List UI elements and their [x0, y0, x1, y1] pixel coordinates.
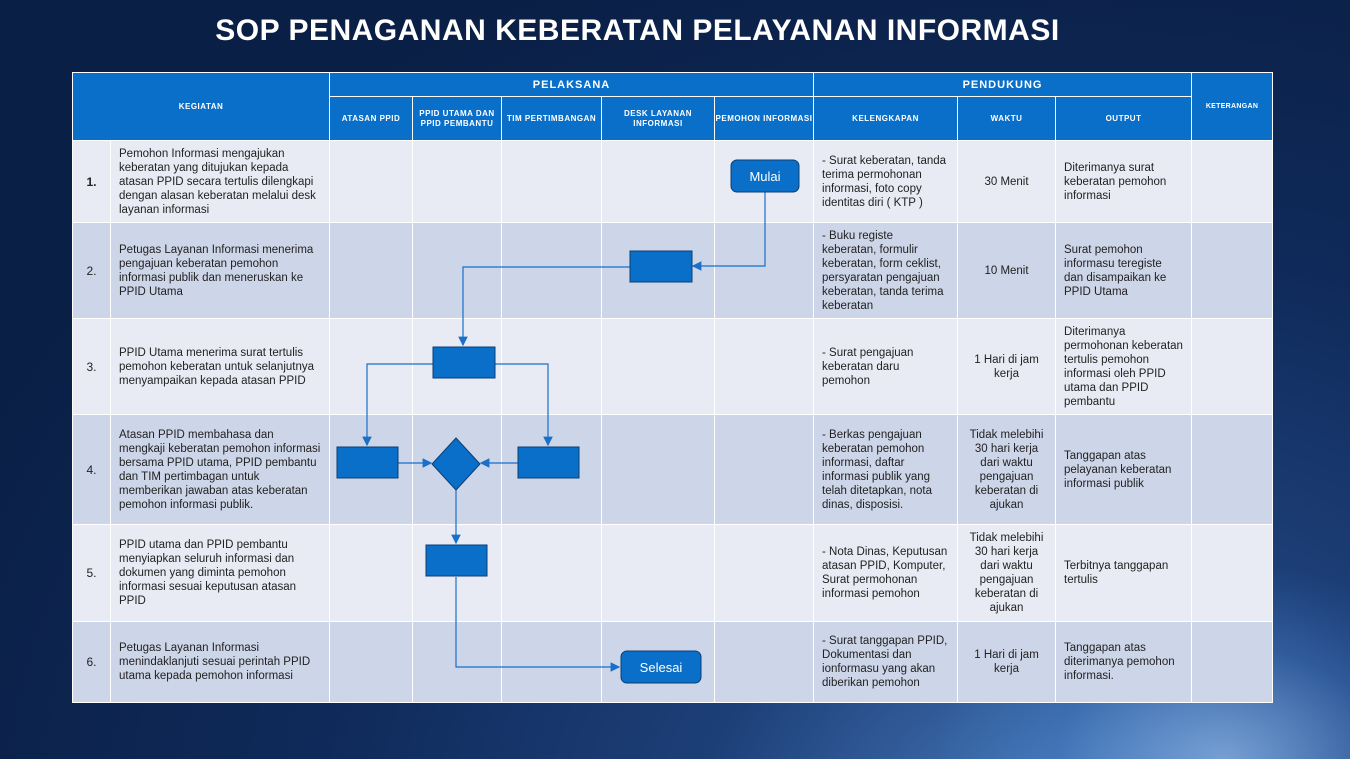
cell-ppid — [412, 318, 502, 415]
cell-pemohon — [713, 524, 815, 622]
cell-atasan — [329, 414, 413, 525]
cell-atasan — [329, 222, 413, 319]
row-number: 4. — [72, 414, 111, 525]
row-kegiatan: Petugas Layanan Informasi menindaklanjut… — [110, 621, 330, 703]
row-kegiatan: Atasan PPID membahasa dan mengkaji keber… — [110, 414, 330, 525]
row-kelengkapan: - Buku registe keberatan, formulir keber… — [813, 222, 959, 319]
header-kelengkapan: KELENGKAPAN — [813, 96, 959, 141]
cell-desk — [601, 318, 715, 415]
header-waktu: WAKTU — [957, 96, 1057, 141]
row-number: 6. — [72, 621, 111, 703]
cell-ppid — [412, 621, 502, 703]
cell-tim — [501, 524, 602, 622]
cell-desk — [601, 414, 715, 525]
cell-desk — [601, 524, 715, 622]
header-keterangan: KETERANGAN — [1191, 72, 1274, 141]
row-waktu: Tidak melebihi 30 hari kerja dari waktu … — [957, 524, 1057, 622]
row-output: Tanggapan atas pelayanan keberatan infor… — [1055, 414, 1193, 525]
cell-pemohon — [713, 222, 815, 319]
header-desk-layanan: DESK LAYANAN INFORMASI — [601, 96, 715, 141]
row-waktu: 1 Hari di jam kerja — [957, 318, 1057, 415]
cell-ppid — [412, 140, 502, 223]
cell-atasan — [329, 140, 413, 223]
row-keterangan — [1191, 318, 1274, 415]
row-keterangan — [1191, 140, 1274, 223]
cell-atasan — [329, 524, 413, 622]
row-keterangan — [1191, 621, 1274, 703]
cell-tim — [501, 318, 602, 415]
table-row: 2. Petugas Layanan Informasi menerima pe… — [72, 222, 1274, 319]
cell-tim — [501, 621, 602, 703]
table-row: 6. Petugas Layanan Informasi menindaklan… — [72, 621, 1274, 703]
row-output: Diterimanya surat keberatan pemohon info… — [1055, 140, 1193, 223]
cell-pemohon — [713, 621, 815, 703]
header-pendukung: PENDUKUNG — [813, 72, 1193, 97]
row-waktu: 30 Menit — [957, 140, 1057, 223]
header-atasan-ppid: ATASAN PPID — [329, 96, 413, 141]
row-kelengkapan: - Surat tanggapan PPID, Dokumentasi dan … — [813, 621, 959, 703]
cell-pemohon — [713, 140, 815, 223]
table-row: 4. Atasan PPID membahasa dan mengkaji ke… — [72, 414, 1274, 525]
row-kegiatan: PPID Utama menerima surat tertulis pemoh… — [110, 318, 330, 415]
cell-tim — [501, 222, 602, 319]
row-waktu: 1 Hari di jam kerja — [957, 621, 1057, 703]
row-kegiatan: Petugas Layanan Informasi menerima penga… — [110, 222, 330, 319]
header-ppid-utama: PPID UTAMA DAN PPID PEMBANTU — [412, 96, 502, 141]
cell-tim — [501, 140, 602, 223]
table-row: 5. PPID utama dan PPID pembantu menyiapk… — [72, 524, 1274, 622]
cell-atasan — [329, 621, 413, 703]
header-output: OUTPUT — [1055, 96, 1193, 141]
cell-desk — [601, 222, 715, 319]
page-title: SOP PENAGANAN KEBERATAN PELAYANAN INFORM… — [215, 14, 1060, 47]
row-waktu: 10 Menit — [957, 222, 1057, 319]
row-kelengkapan: - Surat pengajuan keberatan daru pemohon — [813, 318, 959, 415]
header-tim-pertimbangan: TIM PERTIMBANGAN — [501, 96, 602, 141]
row-keterangan — [1191, 414, 1274, 525]
row-number: 5. — [72, 524, 111, 622]
header-row-top: KEGIATAN PELAKSANA PENDUKUNG KETERANGAN — [72, 72, 1274, 141]
header-pelaksana: PELAKSANA — [328, 72, 815, 97]
row-number: 2. — [72, 222, 111, 319]
row-keterangan — [1191, 222, 1274, 319]
row-kelengkapan: - Surat keberatan, tanda terima permohon… — [813, 140, 959, 223]
row-output: Diterimanya permohonan keberatan tertuli… — [1055, 318, 1193, 415]
cell-desk — [601, 621, 715, 703]
row-kelengkapan: - Berkas pengajuan keberatan pemohon inf… — [813, 414, 959, 525]
header-row-sub: ATASAN PPID PPID UTAMA DAN PPID PEMBANTU… — [73, 96, 1273, 141]
row-keterangan — [1191, 524, 1274, 622]
cell-ppid — [412, 524, 502, 622]
row-kegiatan: Pemohon Informasi mengajukan keberatan y… — [110, 140, 330, 223]
header-pemohon-informasi: PEMOHON INFORMASI — [713, 96, 815, 141]
cell-ppid — [412, 414, 502, 525]
cell-atasan — [329, 318, 413, 415]
row-number: 3. — [72, 318, 111, 415]
cell-pemohon — [713, 318, 815, 415]
cell-ppid — [412, 222, 502, 319]
sop-table: KEGIATAN PELAKSANA PENDUKUNG KETERANGAN … — [72, 72, 1274, 703]
header-kegiatan: KEGIATAN — [72, 72, 330, 141]
cell-desk — [601, 140, 715, 223]
row-kelengkapan: - Nota Dinas, Keputusan atasan PPID, Kom… — [813, 524, 959, 622]
table-row: 1. Pemohon Informasi mengajukan keberata… — [72, 140, 1274, 223]
cell-pemohon — [713, 414, 815, 525]
table-row: 3. PPID Utama menerima surat tertulis pe… — [72, 318, 1274, 415]
row-kegiatan: PPID utama dan PPID pembantu menyiapkan … — [110, 524, 330, 622]
row-output: Surat pemohon informasu teregiste dan di… — [1055, 222, 1193, 319]
cell-tim — [501, 414, 602, 525]
row-number: 1. — [72, 140, 111, 223]
row-output: Tanggapan atas diterimanya pemohon infor… — [1055, 621, 1193, 703]
row-output: Terbitnya tanggapan tertulis — [1055, 524, 1193, 622]
row-waktu: Tidak melebihi 30 hari kerja dari waktu … — [957, 414, 1057, 525]
